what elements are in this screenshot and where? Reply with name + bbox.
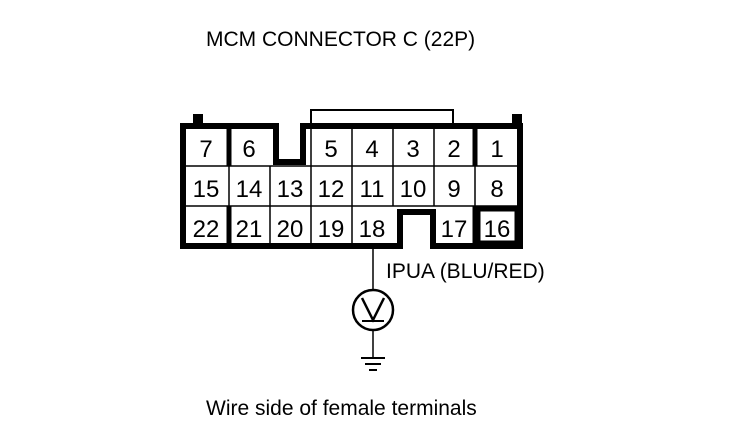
connector-grid	[183, 126, 520, 246]
connector-latch-right	[512, 114, 522, 128]
pin-10: 10	[400, 176, 427, 203]
connector-lock-tab	[310, 109, 454, 126]
connector-latch-left	[193, 114, 203, 128]
pin-17: 17	[441, 216, 468, 243]
diagram-caption: Wire side of female terminals	[206, 397, 477, 420]
voltmeter-icon	[351, 288, 395, 332]
ground-icon	[361, 357, 385, 371]
pin-6: 6	[242, 136, 255, 163]
connector-thick-cells	[226, 126, 520, 246]
pin-3: 3	[406, 136, 419, 163]
pin-2: 2	[447, 136, 460, 163]
pin-7: 7	[199, 136, 212, 163]
pin-15: 15	[193, 176, 220, 203]
pin-19: 19	[318, 216, 345, 243]
pin-22: 22	[193, 216, 220, 243]
pin-8: 8	[490, 176, 503, 203]
pin-14: 14	[236, 176, 263, 203]
connector-body	[180, 123, 523, 249]
pin-12: 12	[318, 176, 345, 203]
pin-5: 5	[324, 136, 337, 163]
diagram-title: MCM CONNECTOR C (22P)	[206, 28, 476, 51]
pin-16: 16	[484, 216, 511, 243]
pin-9: 9	[447, 176, 460, 203]
pin-20: 20	[277, 216, 304, 243]
wire-label: IPUA (BLU/RED)	[386, 260, 545, 283]
pin-18: 18	[359, 216, 386, 243]
pin-13: 13	[277, 176, 304, 203]
pin-4: 4	[365, 136, 378, 163]
pin-21: 21	[236, 216, 263, 243]
pin-1: 1	[490, 136, 503, 163]
pin-11: 11	[360, 176, 385, 203]
